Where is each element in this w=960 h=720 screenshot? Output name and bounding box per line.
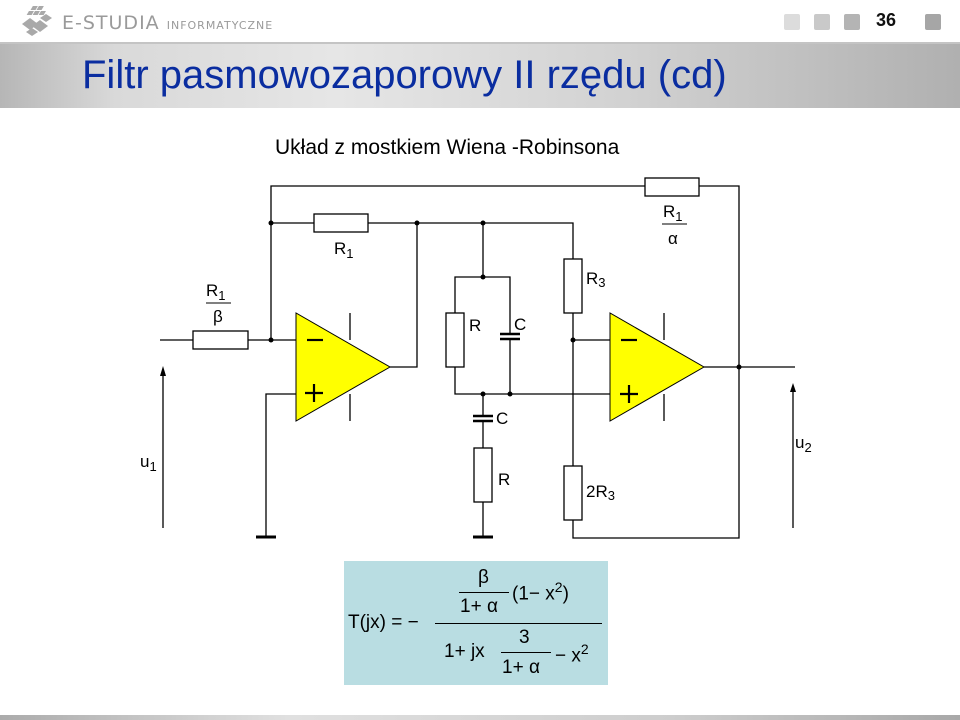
label-2r3: 2R3 [586,482,615,503]
logo-text: E-STUDIA INFORMATYCZNE [62,12,273,34]
nav-button-last[interactable] [925,14,941,30]
circuit-subtitle: Układ z mostkiem Wiena -Robinsona [275,136,620,159]
u2-arrowhead-icon [790,383,796,392]
formula-num-factor-text: (1− x [512,583,555,605]
label-r1-beta-denominator: β [213,307,223,326]
formula-den-suffix-text: − x [555,645,581,667]
resistor-r1-feedback [313,213,369,233]
formula-lhs: T(jx) = − [348,612,419,633]
nav-button-prev[interactable] [814,14,830,30]
resistor-bridge-lower [473,447,493,503]
resistor-r3 [563,258,583,314]
formula-den-suffix: − x2 [555,641,589,667]
label-r1-alpha-denominator: α [668,229,678,248]
label-u1: u1 [140,452,157,474]
formula-den-exp: 2 [580,641,589,657]
capacitor-lower [473,414,493,423]
junction-dot [570,337,576,343]
title-band [0,44,960,108]
wire-r1-right [368,222,574,259]
nav-button-next[interactable] [844,14,860,30]
formula-main-fraction-line [435,623,602,624]
wire-opamp1-plus [265,393,296,537]
junction-dot [736,364,742,370]
header-bar: E-STUDIA INFORMATYCZNE 36 [0,0,960,44]
wire-bridge-bottom [454,367,610,395]
formula-num-beta: β [478,567,489,588]
label-u2: u2 [795,433,812,455]
opamp-2 [609,312,706,422]
junction-dot [414,220,420,226]
junction-dot [268,220,274,226]
formula-num-den: 1+ α [460,596,498,617]
label-r1-feedback: R1 [334,239,354,261]
opamp2-plus-sign [620,385,638,403]
logo-icon [22,6,52,36]
wire-top-feedback-right [572,185,740,539]
label-bridge-r-lower: R [498,470,510,489]
opamp1-plus-sign [305,384,323,402]
slide-title: Filtr pasmowozaporowy II rzędu (cd) [82,53,727,97]
formula-den-frac-den: 1+ α [502,657,540,678]
formula-num-factor: (1− x2) [512,579,569,605]
formula-den-prefix: 1+ jx [444,641,485,662]
label-bridge-c-upper: C [514,315,526,334]
junction-dot [480,274,486,280]
u1-arrowhead-icon [160,366,166,376]
wire-top-feedback [270,185,645,223]
formula-num-exp: 2 [554,579,563,595]
label-bridge-r-upper: R [469,316,481,335]
formula-den-fraction-line [501,652,551,653]
formula-num-fraction-line [459,592,509,593]
footer-band [0,715,960,720]
transfer-function-box: T(jx) = − β 1+ α (1− x2) 1+ jx 3 1+ α − … [344,561,608,685]
resistor-r1-alpha [644,177,700,197]
wire-opamp1-output [390,223,418,368]
resistor-2r3 [563,465,583,521]
label-r3: R3 [586,269,606,290]
capacitor-upper [500,332,520,341]
resistor-r1-beta [192,330,249,350]
logo-main-text: E-STUDIA [62,12,160,34]
page-number: 36 [876,10,897,30]
label-bridge-c-lower: C [496,409,508,428]
nav-button-first[interactable] [784,14,800,30]
header-divider [0,42,960,44]
label-r1-beta-numerator: R1 [206,281,226,303]
junction-dot [480,220,486,226]
label-r1-alpha-numerator: R1 [663,202,683,224]
junction-dot [507,391,513,397]
opamp-1 [295,312,392,422]
formula-num-close: ) [562,583,569,605]
junction-dot [480,391,486,397]
junction-dot [268,337,274,343]
logo-secondary-text: INFORMATYCZNE [166,19,274,32]
resistor-bridge-upper [445,312,465,368]
formula-den-frac-num: 3 [519,627,530,648]
